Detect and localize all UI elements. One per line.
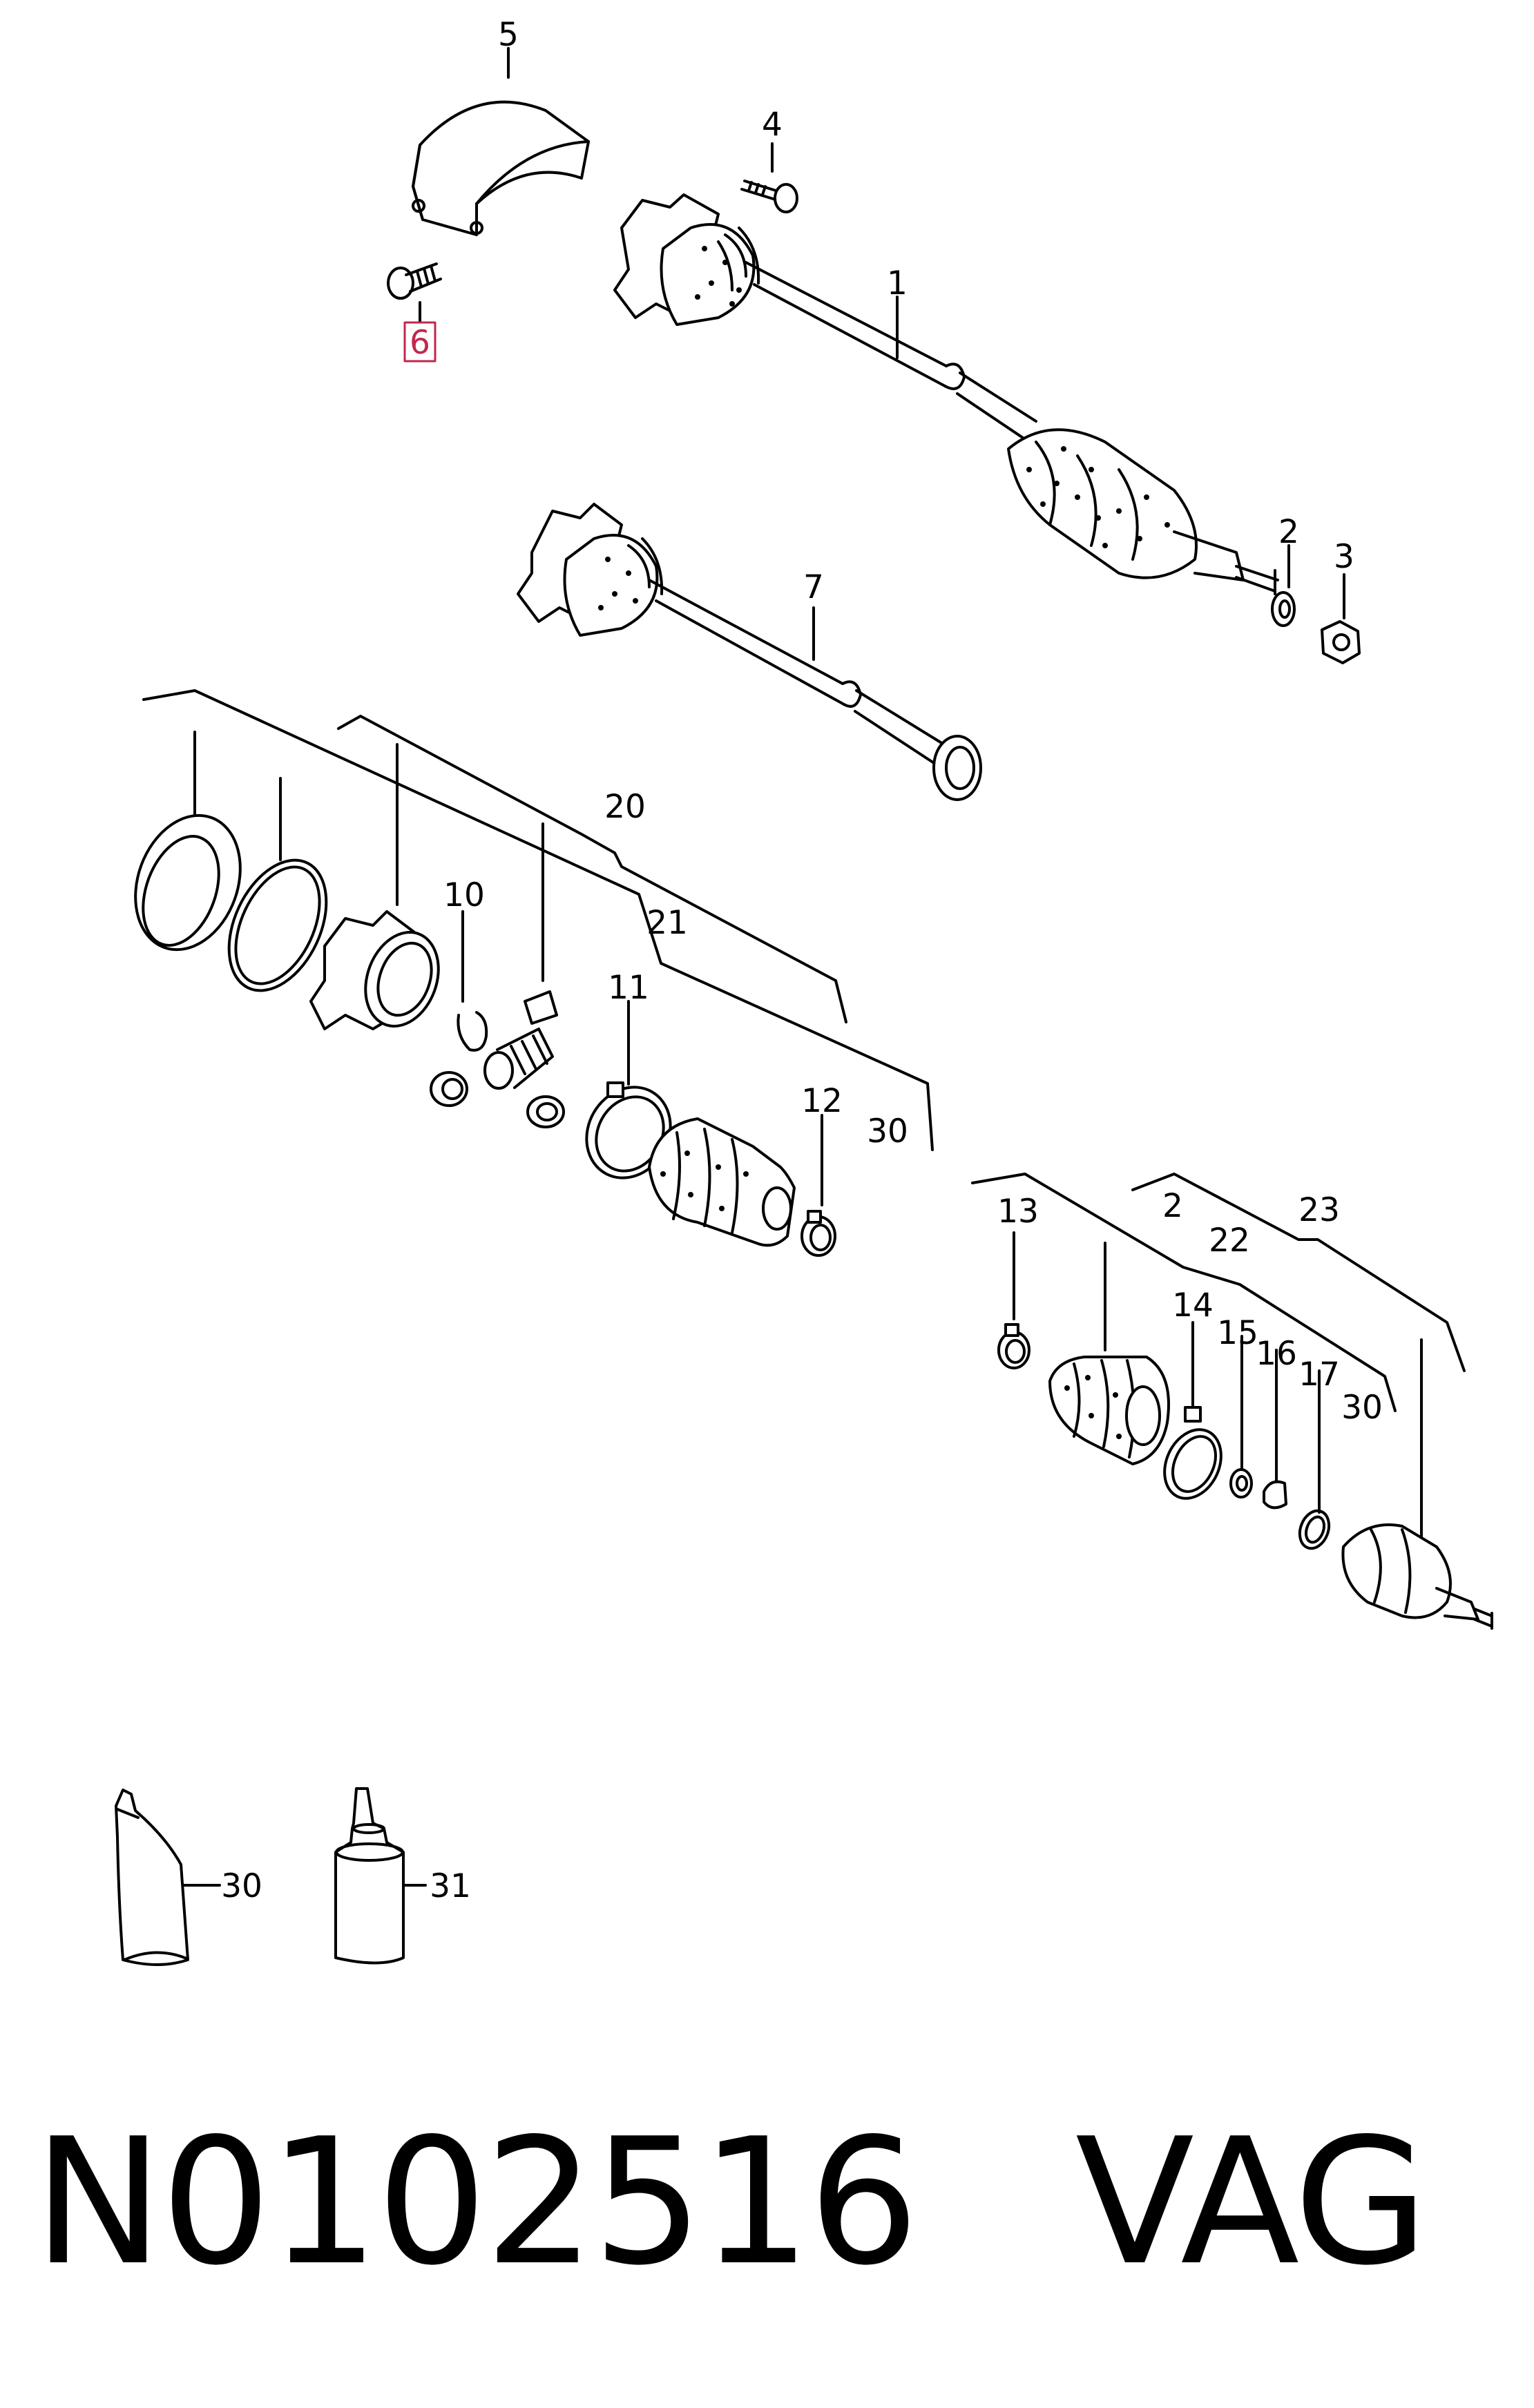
clamp-part-12 (800, 1210, 836, 1257)
o-ring-part (227, 858, 328, 992)
callout-13: 13 (997, 1193, 1039, 1231)
callout-23: 23 (1298, 1191, 1340, 1229)
highlight-box-6 (403, 321, 437, 363)
callout-22: 22 (1209, 1222, 1250, 1260)
boot-part-right (1048, 1356, 1170, 1465)
callout-16: 16 (1256, 1335, 1297, 1373)
callout-30-right: 30 (1341, 1389, 1383, 1427)
clamp-part-14 (1163, 1406, 1223, 1500)
bracket-kit-22-23-30 (971, 1173, 1466, 1562)
drive-shaft-part-1 (613, 193, 1279, 595)
callout-5: 5 (498, 16, 519, 54)
seal-ring-part (134, 813, 242, 952)
callout-2-kit: 2 (1162, 1187, 1183, 1225)
callout-30-left: 30 (867, 1113, 908, 1150)
callout-31: 31 (430, 1867, 471, 1905)
callout-3: 3 (1334, 538, 1354, 576)
callout-4: 4 (762, 106, 783, 144)
bracket-kit-20-21-30 (142, 689, 934, 1151)
grease-tube-part-30 (115, 1789, 189, 1966)
circlip-part-17 (1298, 1509, 1331, 1550)
callout-20: 20 (604, 788, 646, 826)
callout-12: 12 (801, 1082, 843, 1120)
spacer-part-16 (1263, 1480, 1287, 1510)
bearing-part (430, 990, 565, 1128)
callout-17: 17 (1298, 1356, 1340, 1394)
bolt-part-6 (387, 262, 442, 300)
bottle-part-31 (334, 1787, 405, 1965)
boot-part (648, 1117, 796, 1247)
callout-6: 6 (410, 324, 430, 362)
callout-14: 14 (1172, 1287, 1214, 1325)
clamp-part-13 (997, 1323, 1030, 1369)
drive-shaft-part-7 (517, 503, 982, 801)
callout-21: 21 (646, 904, 688, 942)
washer-part-15 (1229, 1468, 1253, 1499)
nut-part-3 (1321, 620, 1361, 664)
flange-joint-part (309, 910, 440, 1030)
circlip-part-10 (457, 1011, 488, 1052)
callout-7: 7 (803, 568, 824, 606)
part-number: N0102516 (33, 2101, 919, 2304)
callout-15: 15 (1217, 1314, 1258, 1352)
callout-30-tube: 30 (221, 1867, 262, 1905)
brand-name: VAG (1075, 2101, 1429, 2304)
heat-shield-part-5 (412, 100, 590, 236)
part-caption: N0102516 VAG (33, 2099, 1518, 2306)
callout-1: 1 (887, 264, 908, 302)
cv-joint-part (1341, 1523, 1493, 1630)
washer-part-2 (1271, 591, 1296, 627)
callout-11: 11 (608, 969, 649, 1007)
callout-2: 2 (1278, 513, 1299, 551)
callout-10: 10 (443, 876, 485, 914)
bolt-part-4 (740, 180, 798, 213)
